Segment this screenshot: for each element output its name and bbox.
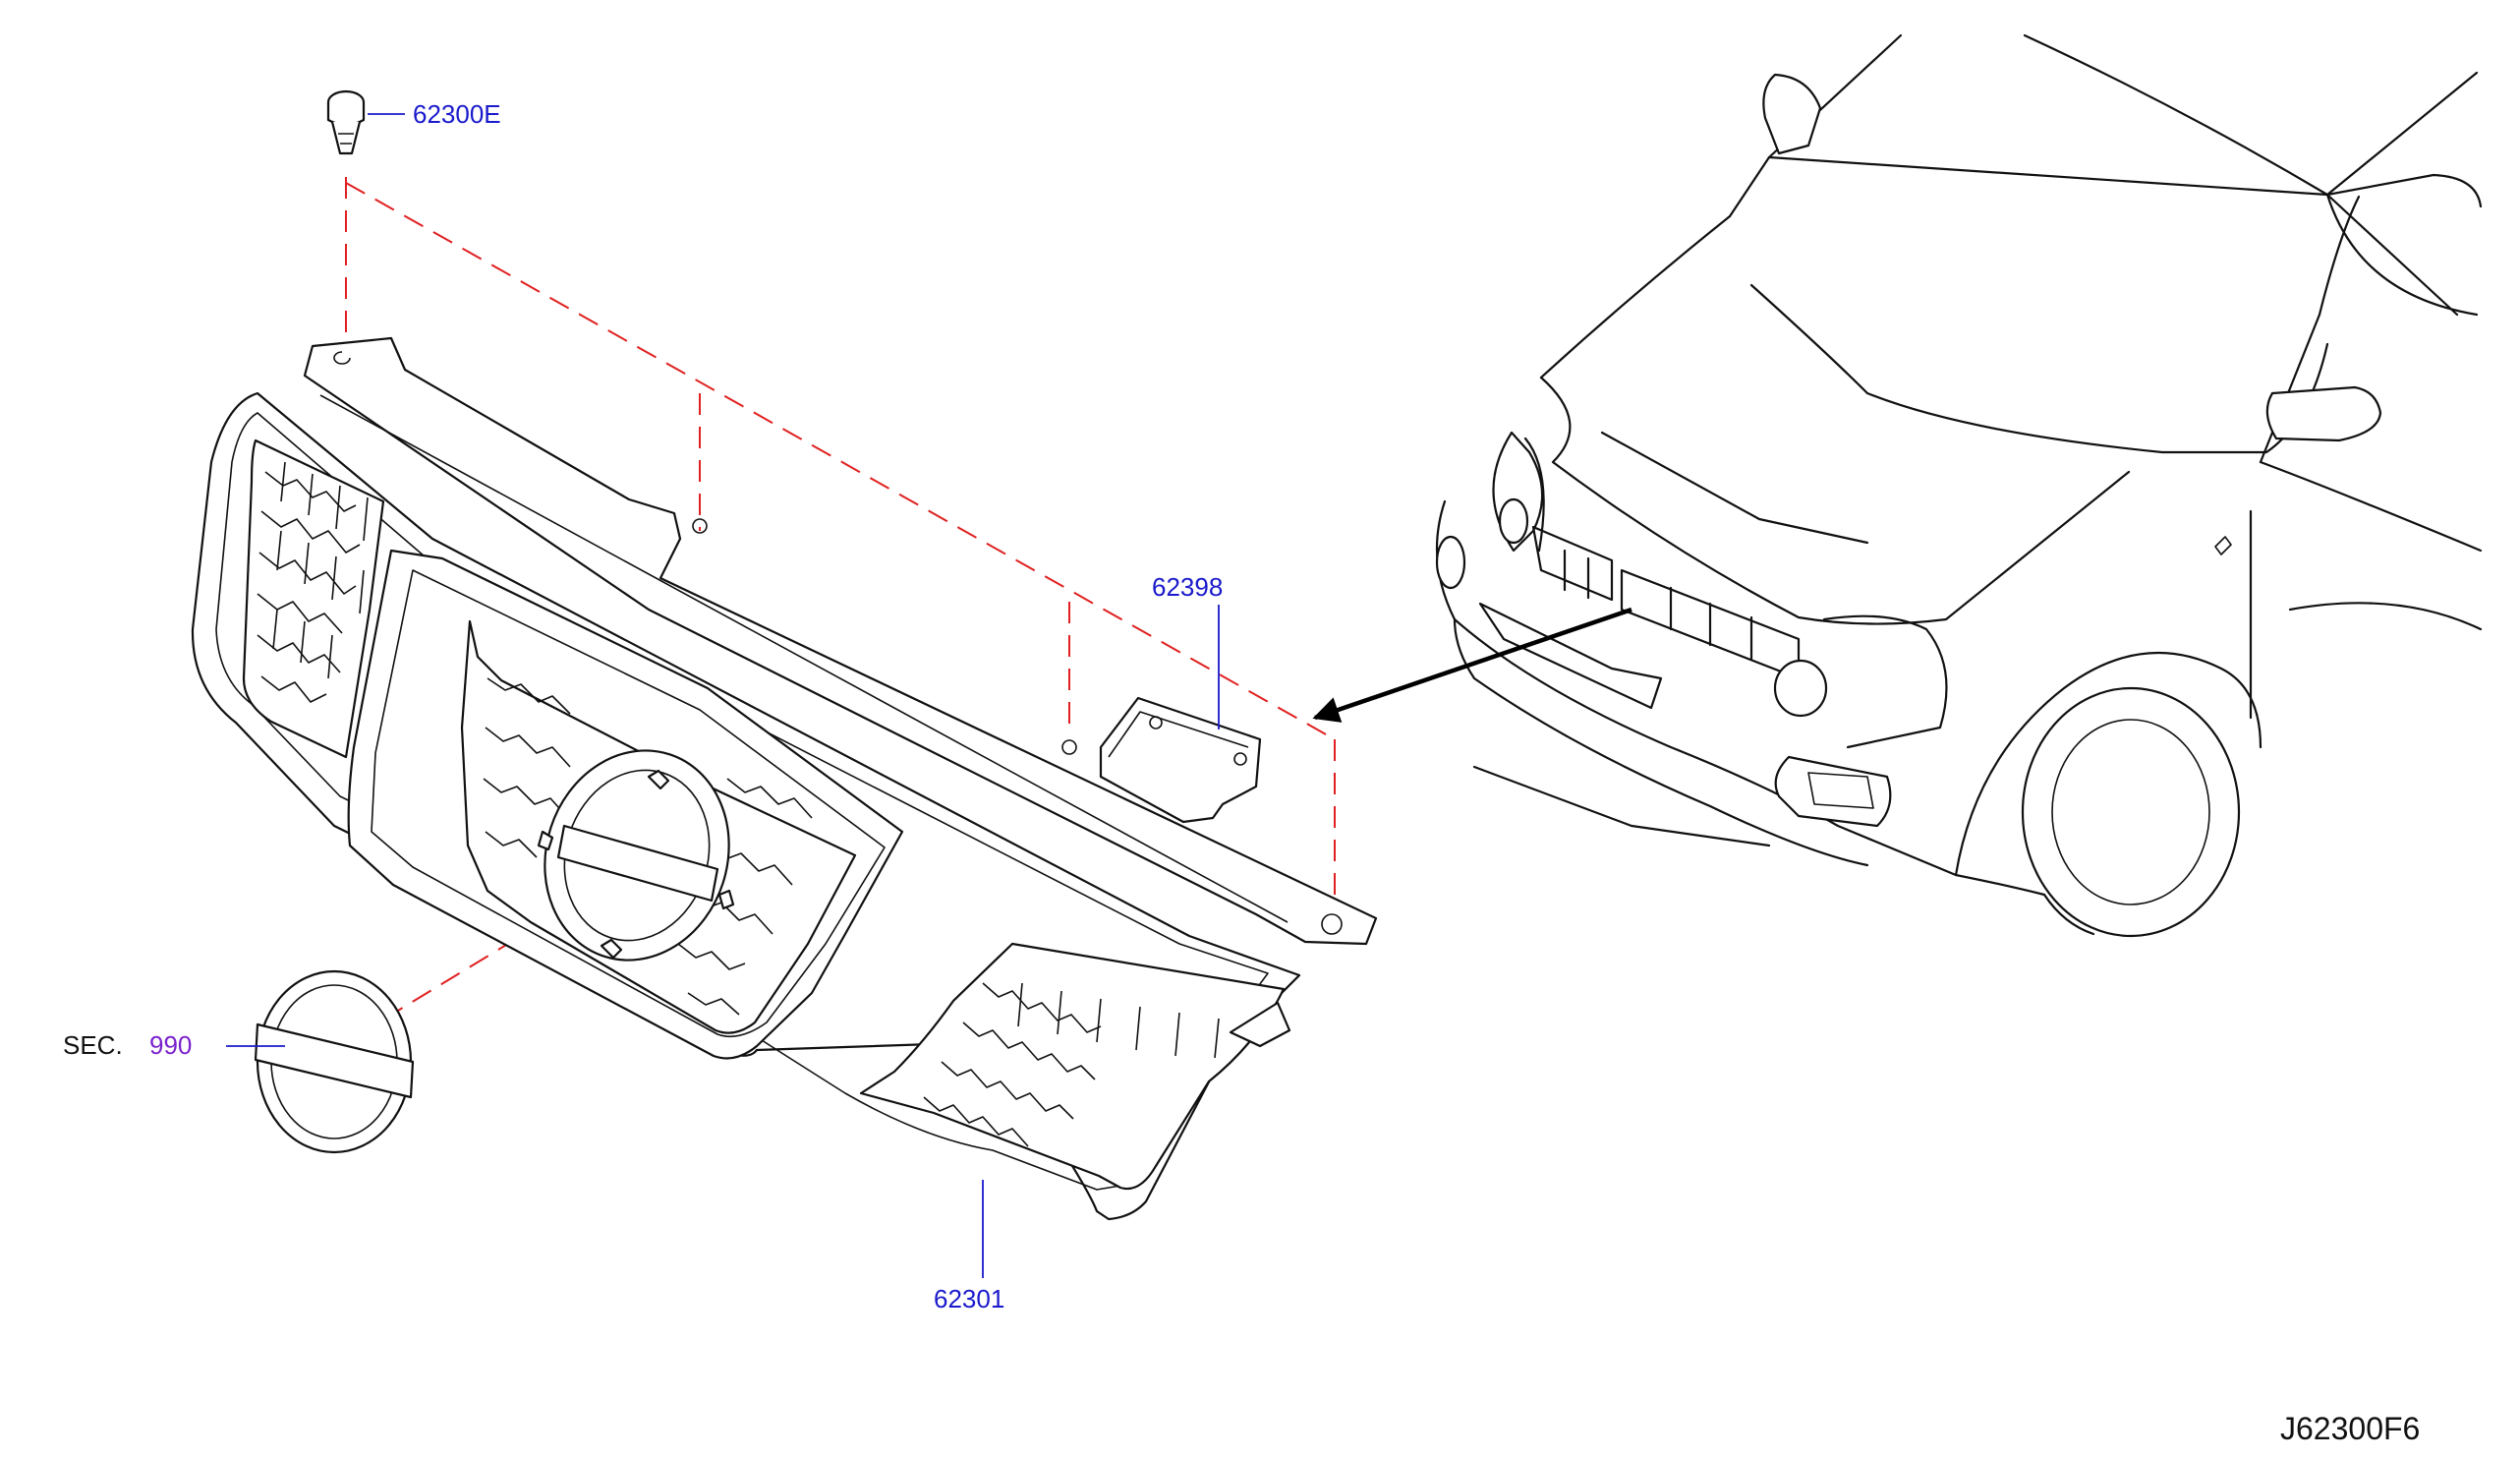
emblem-mount: [537, 749, 735, 962]
label-section-number[interactable]: 990: [149, 1030, 192, 1060]
nissan-emblem[interactable]: [226, 969, 415, 1154]
bracket-part[interactable]: [1099, 605, 1262, 824]
label-bracket[interactable]: 62398: [1152, 572, 1223, 602]
label-grille[interactable]: 62301: [934, 1284, 1004, 1313]
label-section-prefix: SEC.: [63, 1030, 123, 1060]
drawing-id: J62300F6: [2280, 1411, 2420, 1446]
clip-part[interactable]: [326, 89, 405, 155]
grille-assembly[interactable]: [191, 336, 1378, 1278]
label-clip[interactable]: 62300E: [413, 99, 501, 129]
left-mesh: [257, 461, 369, 703]
vehicle-front-view: [1435, 33, 2483, 938]
lower-mesh: [923, 982, 1220, 1147]
location-arrow: [1312, 607, 1632, 723]
